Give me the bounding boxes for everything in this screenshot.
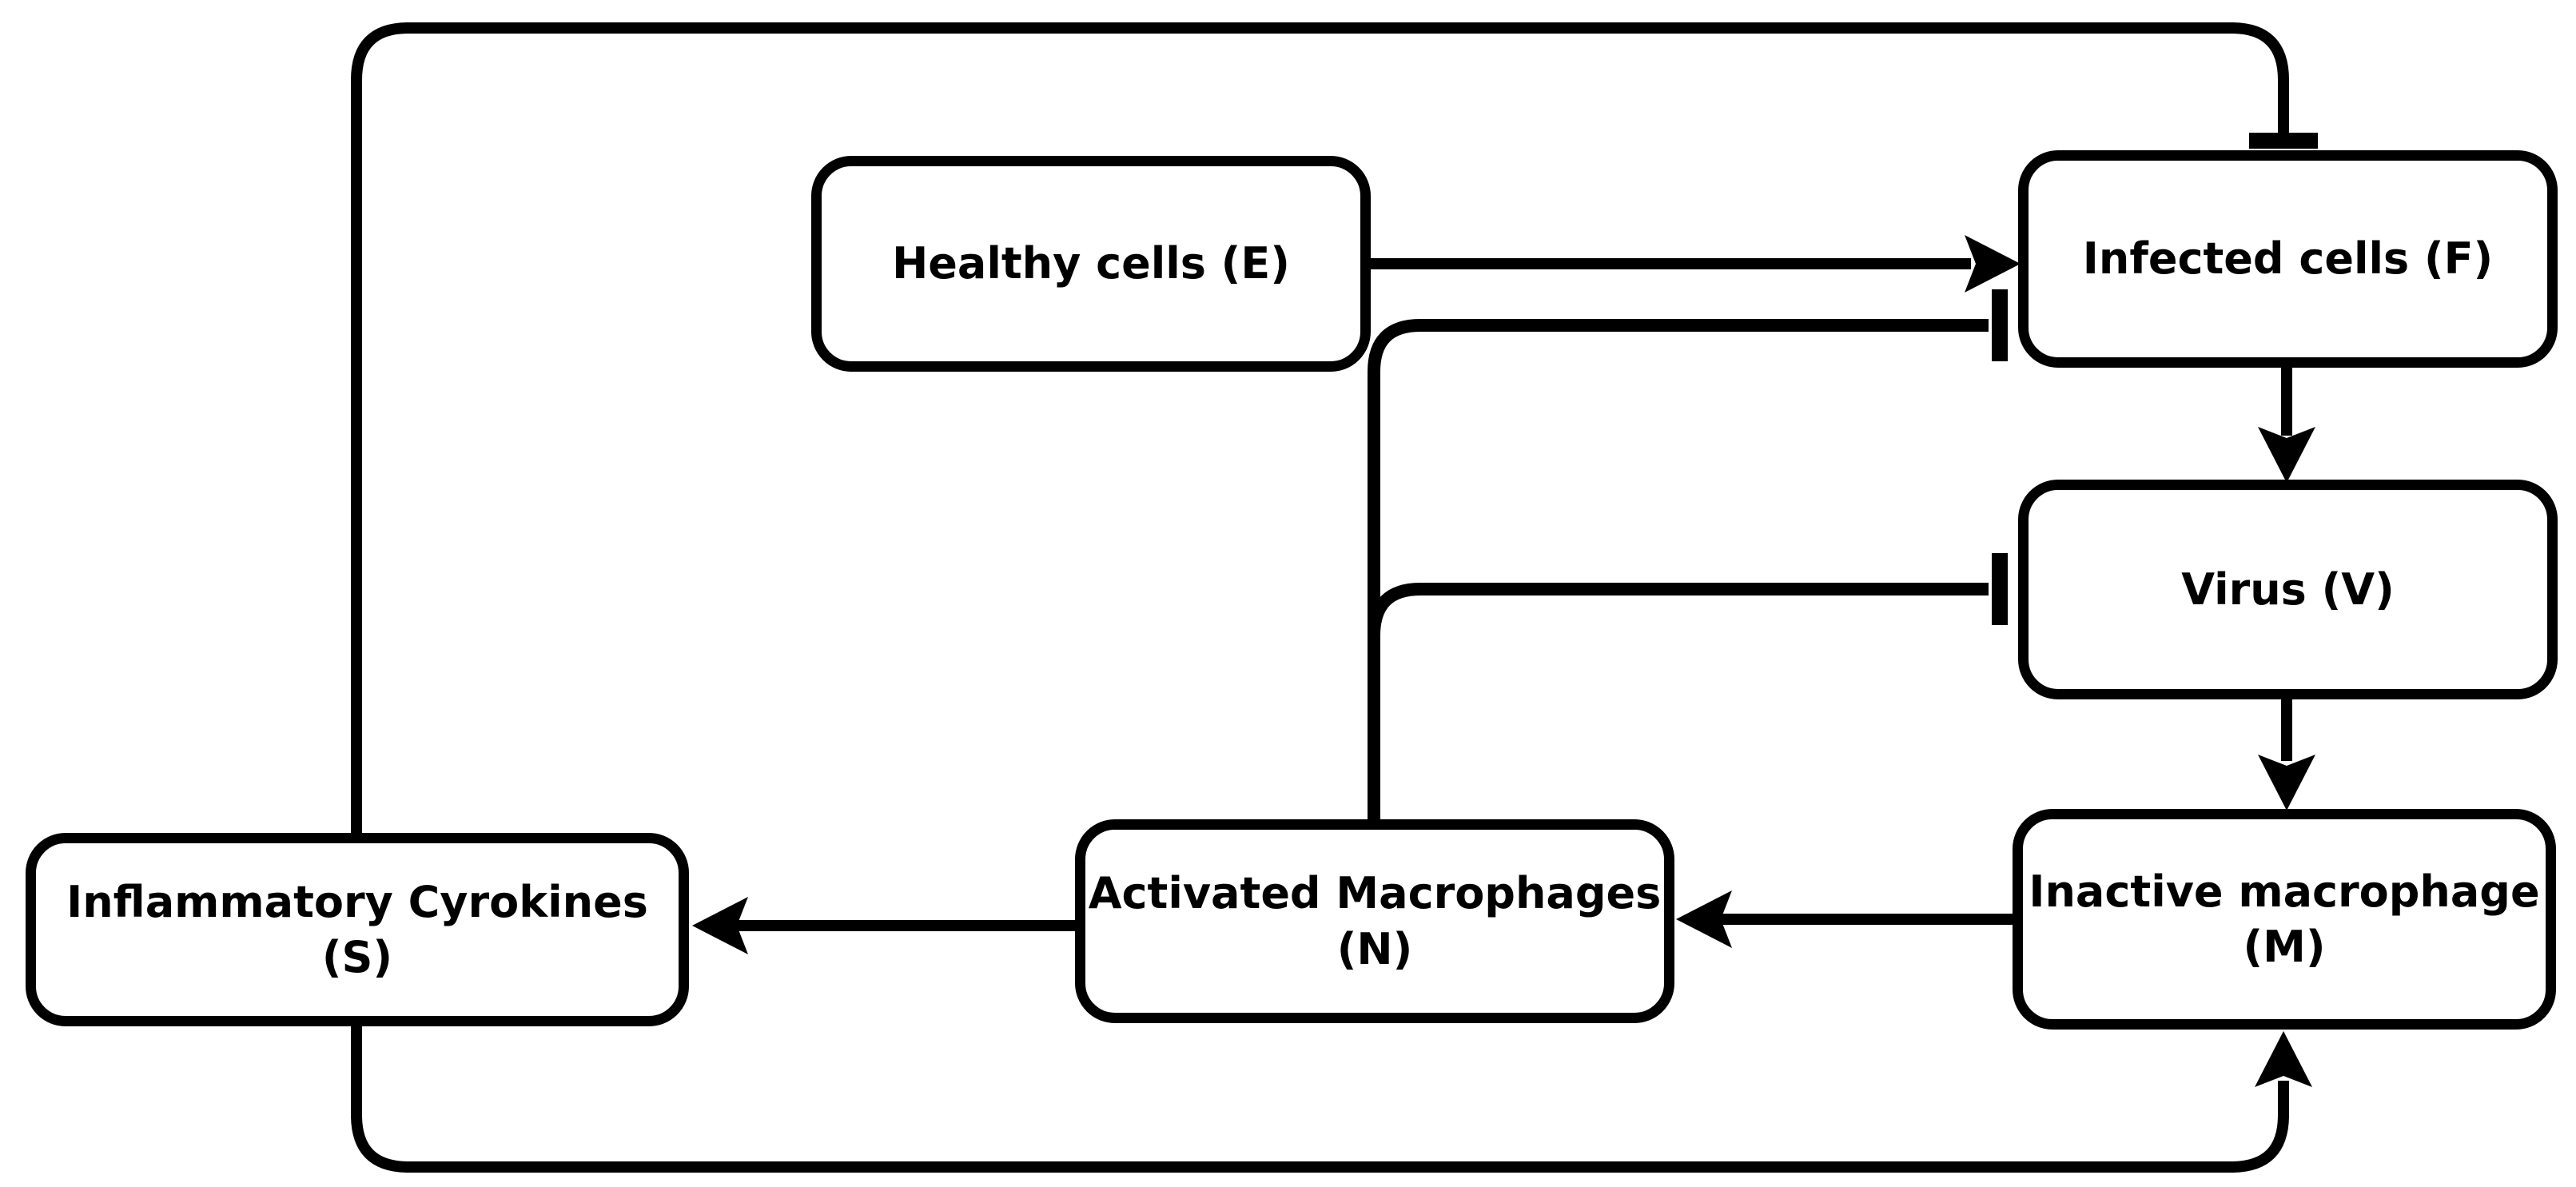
inhibitor-bar-activated-to-infected (1992, 289, 2008, 361)
node-inactive-macrophage-label-line2: (M) (2243, 922, 2326, 972)
node-healthy-cells: Healthy cells (E) (811, 156, 1371, 372)
inhibitor-bar-activated-to-virus (1992, 553, 2008, 625)
node-virus-label: Virus (V) (2181, 564, 2395, 615)
node-activated-macrophages: Activated Macrophages (N) (1075, 819, 1674, 1023)
node-inflammatory-cytokines-label: Inflammatory Cyrokines (66, 876, 648, 927)
node-activated-macrophages-label: Activated Macrophages (1088, 868, 1662, 919)
node-healthy-cells-label: Healthy cells (E) (892, 238, 1290, 289)
node-inflammatory-cytokines: Inflammatory Cyrokines (S) (26, 833, 689, 1026)
arrowhead-cytokines-to-macrophage (2255, 1031, 2312, 1087)
node-virus: Virus (V) (2018, 480, 2558, 699)
edge-activated-to-virus-line (1368, 583, 1989, 819)
edge-activated-to-infected-line (1368, 319, 1989, 819)
node-activated-macrophages-label-line2: (N) (1336, 923, 1413, 974)
node-infected-cells: Infected cells (F) (2018, 150, 2558, 368)
edge-cytokines-to-infected-top-loop-line (351, 22, 2289, 833)
node-inactive-macrophage: Inactive macrophage (M) (2013, 809, 2556, 1030)
arrowhead-healthy-to-infected (1965, 235, 2021, 293)
arrowhead-virus-to-macrophage (2258, 755, 2315, 811)
edge-cytokines-to-macrophage-bottom-loop-line (351, 1026, 2289, 1173)
arrowhead-infected-to-virus (2258, 427, 2315, 483)
inhibitor-bar-cytokines-to-infected (2249, 133, 2318, 149)
node-inactive-macrophage-label: Inactive macrophage (2029, 866, 2540, 917)
node-infected-cells-label: Infected cells (F) (2082, 233, 2494, 285)
arrowhead-macrophage-to-activated (1676, 890, 1732, 948)
node-inflammatory-cytokines-label-line2: (S) (321, 932, 393, 982)
arrowhead-activated-to-cytokines (692, 897, 748, 954)
